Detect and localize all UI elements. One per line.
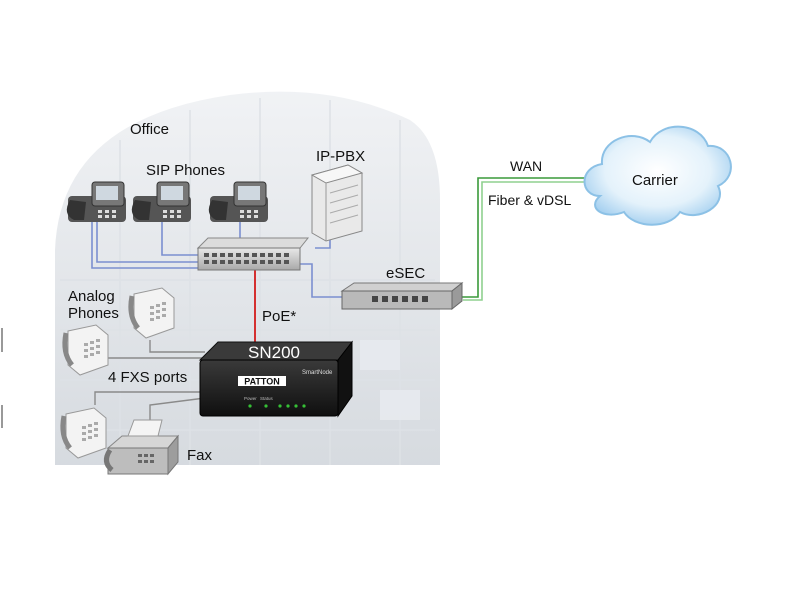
wan-cable (460, 177, 600, 301)
ip-pbx-label: IP-PBX (316, 148, 366, 165)
sn200-label: SN200 (248, 343, 300, 362)
wan-label: WAN (510, 158, 543, 174)
analog-phone-icon (60, 407, 107, 459)
carrier-cloud-icon (583, 125, 732, 226)
analog-phone-icon (62, 324, 109, 376)
office-label: Office (130, 121, 169, 138)
poe-label: PoE* (262, 308, 297, 325)
analog-phones-label: Analog Phones (68, 288, 148, 322)
analog-phones-label-line2: Phones (68, 305, 119, 322)
gateway-led-label-status: Status (260, 396, 274, 401)
sip-phone-icon (131, 181, 191, 222)
analog-phone-icon (128, 287, 175, 339)
analog-phones-label-line1: Analog (68, 288, 115, 305)
sn200-gateway-icon: PATTON SmartNode Power Status (198, 340, 354, 418)
gateway-led-indicators (248, 404, 306, 408)
esec-label: eSEC (386, 265, 426, 282)
sip-phone-icon (66, 181, 126, 222)
carrier-label: Carrier (632, 172, 678, 189)
esec-router-icon (340, 281, 464, 311)
gateway-brand-logo: PATTON (244, 377, 280, 387)
ip-pbx-server-icon (310, 164, 364, 242)
gateway-series-text: SmartNode (302, 370, 333, 376)
fxs-ports-label: 4 FXS ports (108, 369, 188, 386)
fax-machine-icon (104, 419, 180, 476)
gateway-led-label-power: Power (244, 396, 257, 401)
ethernet-switch-icon (196, 237, 310, 271)
sip-phone-icon (208, 181, 268, 222)
sip-phones-label: SIP Phones (146, 162, 225, 179)
fax-label: Fax (187, 447, 213, 464)
fiber-vdsl-label: Fiber & vDSL (488, 192, 572, 208)
